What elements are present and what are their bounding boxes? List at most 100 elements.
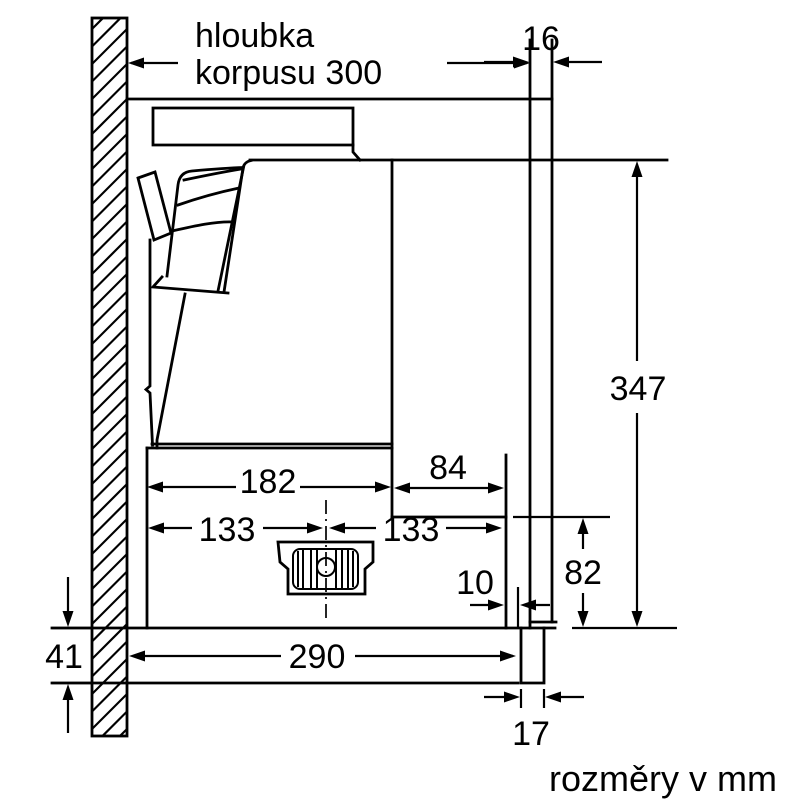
- wall-hatch-line: [93, 238, 126, 275]
- arrow-down-icon: [62, 611, 74, 627]
- wall-hatch-line: [93, 220, 126, 258]
- wall-hatch-line: [93, 413, 126, 450]
- arrow-left-icon: [329, 522, 345, 534]
- arrow-down-icon: [577, 611, 589, 627]
- duct-connector: [151, 106, 355, 147]
- wall-hatch-line: [93, 465, 126, 503]
- dimension-labels: hloubka korpusu 300 16 347 82 182 84 133…: [45, 17, 777, 799]
- deflector-flap-outline: [165, 166, 246, 293]
- wall-hatch-line: [93, 640, 126, 678]
- wall-hatch-line: [93, 28, 126, 65]
- wall-hatch-line: [93, 588, 126, 625]
- wall-hatch-line: [101, 710, 126, 735]
- wall-hatch-line: [93, 308, 126, 345]
- arrow-right-icon: [375, 481, 391, 493]
- lower-panel-extension-ticks: [519, 689, 546, 708]
- dim-82-label: 82: [564, 554, 602, 592]
- flap-vane-2: [176, 186, 241, 207]
- wall-hatch-line: [93, 395, 126, 433]
- wall-hatch-line: [93, 203, 126, 240]
- arrow-right-icon: [307, 522, 323, 534]
- depth-label-line2: korpusu 300: [195, 54, 382, 92]
- wall-hatch-line: [93, 675, 126, 713]
- wall-hatch-line: [93, 133, 126, 170]
- wall-hatch-line: [93, 80, 126, 118]
- depth-label-line1: hloubka: [195, 17, 314, 55]
- arrow-right-icon: [513, 56, 529, 68]
- arrow-left-icon: [148, 522, 164, 534]
- dim-133-right-label: 133: [383, 511, 440, 549]
- dimension-lines: [52, 56, 643, 733]
- wall-hatch-line: [93, 570, 126, 608]
- wall-hatch-line: [93, 19, 122, 48]
- arrow-left-icon: [394, 482, 410, 494]
- dim-41-label: 41: [45, 638, 83, 676]
- arrow-right-icon: [486, 522, 502, 534]
- wall-hatch-line: [93, 63, 126, 100]
- dim-17-label: 17: [512, 715, 550, 753]
- wall-hatch-line: [93, 378, 126, 415]
- arrow-left-icon: [545, 691, 561, 703]
- wall-hatch-line: [93, 535, 126, 573]
- dim-10-label: 10: [456, 564, 494, 602]
- dim-16-label: 16: [522, 20, 560, 58]
- wall-hatch-line: [93, 658, 126, 695]
- dim-133-left-label: 133: [199, 511, 256, 549]
- wall-hatch-line: [93, 605, 126, 643]
- cabinet-structure: [50, 38, 677, 708]
- rear-flap-plate: [136, 170, 173, 242]
- flap-bottom-ledge: [150, 275, 230, 295]
- wall-hatch-line: [93, 45, 126, 83]
- dim-290-label: 290: [289, 638, 346, 676]
- wall-hatch-line: [93, 19, 104, 30]
- arrow-right-icon: [500, 650, 516, 662]
- arrow-right-icon: [488, 599, 504, 611]
- dim-84-label: 84: [429, 449, 467, 487]
- arrow-left-icon: [128, 57, 144, 69]
- hood-back-edge: [143, 238, 154, 447]
- wall-hatch-line: [93, 255, 126, 293]
- wall-hatch-line: [93, 553, 126, 590]
- wall-hatch-line: [93, 360, 126, 398]
- wall-hatch-line: [93, 290, 126, 328]
- dim-347-label: 347: [610, 370, 667, 408]
- lower-front-panel: [519, 626, 546, 685]
- motor-bracket: [276, 540, 375, 596]
- wall-hatch-line: [93, 150, 126, 188]
- wall-hatch-line: [93, 448, 126, 485]
- dim-41-line: [52, 577, 92, 733]
- flap-vane-3: [170, 220, 236, 233]
- arrow-up-icon: [631, 161, 643, 177]
- wall-outline: [90, 16, 129, 738]
- hood-body: [136, 106, 394, 450]
- arrow-up-icon: [577, 518, 589, 534]
- wall-hatch-line: [93, 343, 126, 380]
- wall-hatch-line: [93, 430, 126, 468]
- wall-hatch-line: [93, 500, 126, 538]
- wall-section: [90, 16, 129, 738]
- wall-hatch-line: [93, 483, 126, 520]
- wall-hatch-line: [93, 168, 126, 205]
- arrow-left-icon: [553, 56, 569, 68]
- wall-hatch-line: [93, 325, 126, 363]
- arrow-left-icon: [147, 481, 163, 493]
- wall-hatch-line: [93, 115, 126, 153]
- wall-hatch-line: [93, 98, 126, 135]
- duct-joint: [351, 143, 362, 162]
- arrow-right-icon: [488, 482, 504, 494]
- hood-lower-slanted-edge: [155, 292, 187, 450]
- motor-detail: [276, 500, 375, 618]
- arrow-left-icon: [520, 599, 536, 611]
- units-caption: rozměry v mm: [549, 758, 777, 799]
- arrow-left-icon: [129, 650, 145, 662]
- wall-hatch-line: [93, 273, 126, 310]
- wall-hatch-line: [93, 518, 126, 555]
- wall-hatch-line: [119, 728, 126, 735]
- flap-vane-1: [182, 167, 243, 182]
- arrow-up-icon: [62, 684, 74, 700]
- wall-hatch-line: [93, 185, 126, 223]
- arrow-down-icon: [631, 611, 643, 627]
- body-slanted-edge-outer: [222, 158, 253, 294]
- dim-182-label: 182: [240, 463, 297, 501]
